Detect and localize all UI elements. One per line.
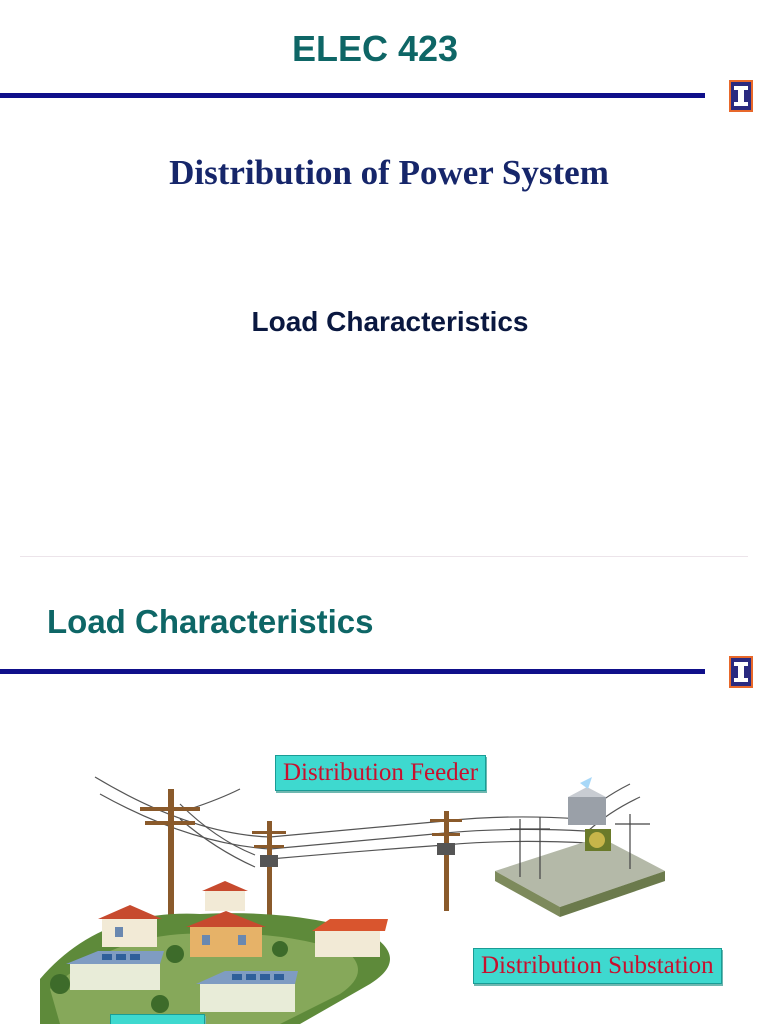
university-logo-icon bbox=[729, 80, 753, 112]
slide-title: Load Characteristics bbox=[47, 603, 374, 640]
house-icon bbox=[186, 911, 266, 957]
university-logo-icon bbox=[729, 656, 753, 688]
course-title: ELEC 423 bbox=[291, 28, 459, 69]
subtitle: Load Characteristics bbox=[251, 306, 529, 337]
utility-pole-icon bbox=[140, 789, 200, 929]
slide-1: ELEC 423 Distribution of Power System Lo… bbox=[0, 28, 753, 337]
distribution-feeder-label: Distribution Feeder bbox=[275, 755, 487, 791]
substation-icon bbox=[495, 777, 665, 917]
title-rule bbox=[0, 669, 705, 674]
slide-2: Load Characteristics bbox=[0, 559, 768, 1024]
utility-pole-icon bbox=[430, 811, 462, 911]
title-rule bbox=[0, 93, 705, 98]
distribution-system-illustration bbox=[40, 776, 665, 1024]
house-icon bbox=[196, 971, 298, 1012]
partial-callout-box bbox=[110, 1014, 205, 1024]
main-title: Distribution of Power System bbox=[169, 153, 609, 192]
house-icon bbox=[98, 905, 162, 947]
utility-pole-icon bbox=[252, 821, 286, 926]
house-icon bbox=[202, 881, 248, 911]
distribution-substation-label: Distribution Substation bbox=[473, 948, 722, 984]
house-icon bbox=[66, 951, 164, 990]
house-icon bbox=[312, 919, 388, 957]
slide-divider bbox=[20, 556, 748, 557]
